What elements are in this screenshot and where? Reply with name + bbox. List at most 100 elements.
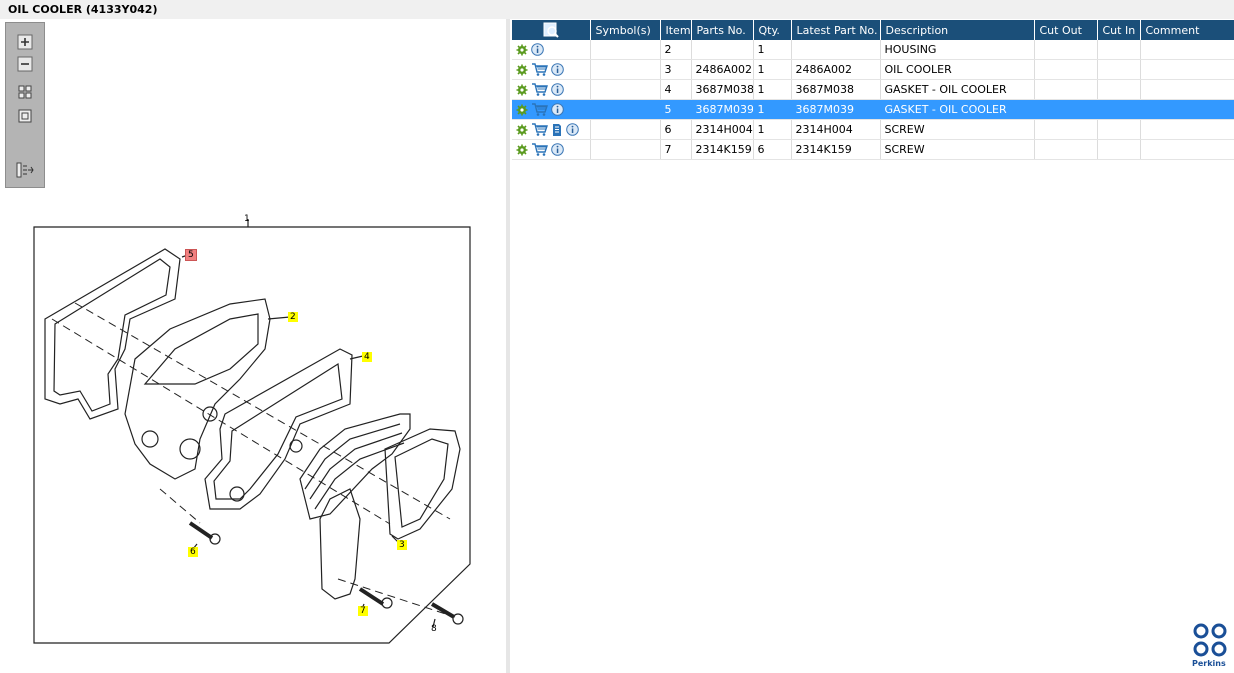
info-button[interactable] [531,43,544,56]
add-to-cart-button[interactable] [531,83,548,96]
panel-splitter[interactable] [506,19,510,673]
column-header-comment[interactable]: Comment [1140,20,1234,40]
cell-qty: 1 [753,79,792,100]
gear-icon [516,124,528,135]
info-button[interactable] [551,143,564,156]
cell-cut-out [1034,119,1098,140]
screw-8-shape [430,602,464,625]
callout-2[interactable]: 2 [288,312,298,322]
actual-size-icon [18,109,32,123]
cell-parts-no [691,40,754,60]
zoom-in-button[interactable] [16,33,34,51]
shopping-cart-icon [532,143,548,156]
column-header-symbols[interactable]: Symbol(s) [590,20,661,40]
document-button[interactable] [551,123,563,137]
callout-3[interactable]: 3 [397,540,407,550]
callout-4[interactable]: 4 [362,352,372,362]
cell-cut-out [1034,99,1098,120]
cell-symbols [590,139,661,160]
cell-qty: 6 [753,139,792,160]
gear-icon [516,104,528,115]
shopping-cart-icon [532,103,548,116]
details-button[interactable] [516,64,528,76]
zoom-out-icon [17,56,33,72]
add-to-cart-button[interactable] [531,143,548,156]
fit-page-button[interactable] [16,83,34,101]
cell-symbols [590,79,661,100]
cell-cut-in [1097,99,1141,120]
parts-table: Symbol(s) Item Parts No. Qty. Latest Par… [512,20,1234,160]
cell-latest-part-no [791,40,881,60]
cell-cut-out [1034,79,1098,100]
cell-qty: 1 [753,40,792,60]
callout-8[interactable]: 8 [431,624,437,634]
details-button[interactable] [516,84,528,96]
info-icon [551,63,564,76]
info-icon [551,103,564,116]
column-header-item[interactable]: Item [660,20,692,40]
cell-comment [1140,119,1234,140]
add-to-cart-button[interactable] [531,63,548,76]
details-button[interactable] [516,44,528,56]
cell-symbols [590,99,661,120]
parts-list-panel: Symbol(s) Item Parts No. Qty. Latest Par… [510,19,1234,673]
cell-item: 6 [660,119,692,140]
column-header-cut-in[interactable]: Cut In [1097,20,1141,40]
cell-symbols [590,119,661,140]
callout-5[interactable]: 5 [185,249,197,261]
diagram-panel[interactable]: 1 5 2 4 3 6 7 8 [0,19,506,673]
row-actions [512,99,591,120]
zoom-toolbox [5,22,45,188]
title-bar: OIL COOLER (4133Y042) [0,0,1234,19]
info-icon [566,123,579,136]
perkins-logo-mark-icon [1193,623,1227,657]
gear-icon [516,144,528,155]
column-header-parts-no[interactable]: Parts No. [691,20,754,40]
callout-6[interactable]: 6 [188,547,198,557]
details-button[interactable] [516,144,528,156]
cooler-3-core [299,413,411,520]
column-header-description[interactable]: Description [880,20,1035,40]
add-to-cart-button[interactable] [531,123,548,136]
cell-cut-in [1097,59,1141,80]
cell-item: 4 [660,79,692,100]
cell-description: GASKET - OIL COOLER [880,79,1035,100]
row-actions [512,139,591,160]
column-header-latest-part-no[interactable]: Latest Part No. [791,20,881,40]
details-button[interactable] [516,104,528,116]
cell-comment [1140,79,1234,100]
column-header-cut-out[interactable]: Cut Out [1034,20,1098,40]
callout-7[interactable]: 7 [358,606,368,616]
cell-qty: 1 [753,119,792,140]
add-to-cart-button[interactable] [531,103,548,116]
column-header-search[interactable] [512,20,591,40]
actual-size-button[interactable] [16,107,34,125]
toggle-panel-button[interactable] [16,161,34,179]
cell-comment [1140,139,1234,160]
zoom-out-button[interactable] [16,55,34,73]
gasket-5-shape [44,248,181,420]
cell-cut-in [1097,40,1141,60]
row-actions [512,79,591,100]
row-actions [512,59,591,80]
info-button[interactable] [551,103,564,116]
shopping-cart-icon [532,123,548,136]
column-header-qty[interactable]: Qty. [753,20,792,40]
cell-parts-no: 2486A002 [691,59,754,80]
details-button[interactable] [516,124,528,136]
info-button[interactable] [551,83,564,96]
cooler-3-endplate [319,488,361,600]
info-button[interactable] [551,63,564,76]
cell-parts-no: 2314K159 [691,139,754,160]
info-button[interactable] [566,123,579,136]
gasket-4-shape [204,348,353,510]
cell-item: 2 [660,40,692,60]
assembly-frame [33,226,471,644]
cell-symbols [590,40,661,60]
